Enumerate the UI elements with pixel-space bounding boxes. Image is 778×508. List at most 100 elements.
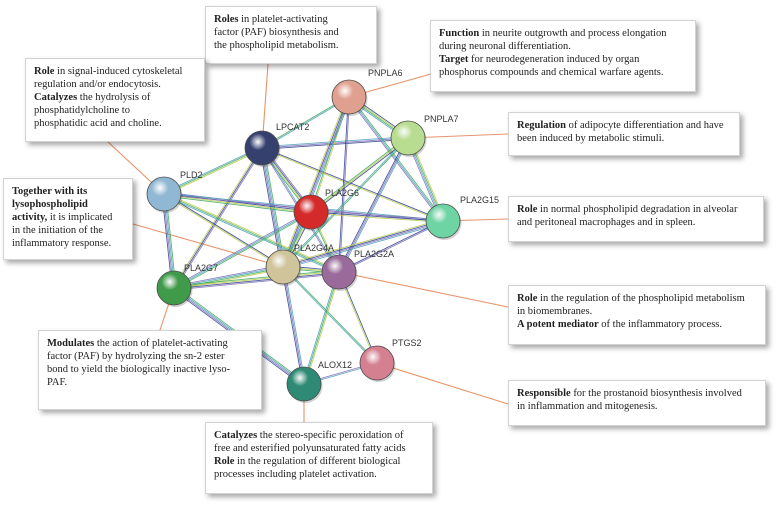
note-text: in normal phospholipid degradation in al…	[537, 204, 738, 215]
node-label: PLD2	[180, 170, 203, 180]
note-line: Modulates the action of platelet-activat…	[47, 337, 253, 350]
note-line: in inflammation and mitogenesis.	[517, 400, 757, 413]
note-line: in the initiation of the	[12, 224, 124, 237]
note-text: been induced by metabolic stimuli.	[517, 133, 665, 144]
edge-PLA2G15-PLA2G4A	[282, 219, 443, 267]
node-alox12[interactable]: ALOX12	[286, 360, 352, 403]
edge-PLD2-PLA2G2A	[164, 192, 340, 272]
note-line: factor (PAF) biosynthesis and	[214, 26, 368, 39]
edge-PNPLA6-PLA2G4A	[281, 96, 349, 267]
note-lysophospholipid: Together with its lysophospholipid activit…	[3, 178, 133, 260]
note-keyword: Modulates	[47, 338, 95, 349]
note-keyword: lysophospholipid	[12, 199, 88, 210]
edge-PNPLA7-PLA2G2A	[337, 137, 408, 272]
note-keyword: Function	[439, 28, 480, 39]
note-text: the hydrolysis of	[77, 92, 151, 103]
edge-PLD2-PLA2G4A	[163, 194, 283, 268]
note-line: bond to yield the biologically inactive …	[47, 363, 253, 376]
edge-PLA2G2A-ALOX12	[302, 271, 339, 384]
note-keyword: Responsible	[517, 388, 571, 399]
note-text: and peritoneal macrophages and in spleen…	[517, 217, 696, 228]
node-label: PLA2G2A	[354, 249, 394, 259]
edge-LPCAT2-PLA2G15	[261, 148, 443, 223]
note-text: PAF.	[47, 377, 68, 388]
edge-PLA2G2A-ALOX12	[304, 272, 341, 385]
edge-LPCAT2-PLA2G15	[262, 146, 444, 221]
note-keyword: Role	[34, 66, 55, 77]
note-text: in signal-induced cytoskeletal	[54, 66, 183, 77]
note-role-degradation: Role in normal phospholipid degradation …	[508, 196, 764, 242]
note-line: Regulation of adipocyte differentiation …	[517, 119, 731, 132]
note-regulation-adipocyte: Regulation of adipocyte differentiation …	[508, 112, 740, 156]
note-line: processes including platelet activation.	[214, 468, 424, 481]
node-pla2g15[interactable]: PLA2G15	[425, 195, 499, 240]
note-line: and peritoneal macrophages and in spleen…	[517, 216, 755, 229]
connector-line	[376, 362, 509, 405]
edge-PLD2-PLA2G6	[164, 192, 312, 212]
edge-LPCAT2-PLD2	[163, 146, 262, 194]
note-keyword: Target	[439, 54, 469, 65]
node-pla2g7[interactable]: PLA2G7	[156, 263, 218, 307]
note-catalyzes-peroxidation: Catalyzes the stereo-specific peroxidati…	[205, 422, 433, 494]
edge-PNPLA7-PLA2G2A	[339, 138, 410, 273]
node-pla2g4a[interactable]: PLA2G4A	[265, 243, 334, 286]
node-label: PLA2G4A	[294, 243, 334, 253]
connector-line	[338, 271, 509, 308]
note-text: bond to yield the biologically inactive …	[47, 364, 231, 375]
note-line: Role in the regulation of the phospholip…	[517, 292, 757, 305]
node-pld2[interactable]: PLD2	[146, 170, 203, 213]
edge-PLD2-PLA2G6	[163, 195, 311, 215]
edge-PLD2-PLA2G6	[164, 191, 312, 211]
note-line: Role in signal-induced cytoskeletal	[34, 65, 196, 78]
edge-PLA2G15-PLA2G2A	[339, 221, 444, 273]
node-bubble	[359, 345, 395, 381]
edge-PLA2G6-PLA2G15	[310, 212, 443, 223]
note-line: Together with its	[12, 185, 124, 198]
node-bubble	[425, 203, 461, 239]
note-line: Responsible for the prostanoid biosynthe…	[517, 387, 757, 400]
node-pnpla7[interactable]: PNPLA7	[390, 114, 459, 157]
note-text: in the initiation of the	[12, 225, 103, 236]
node-pla2g6[interactable]: PLA2G6	[293, 188, 359, 231]
note-line: phosphatidic acid and choline.	[34, 117, 196, 130]
note-text: during neuronal differentiation.	[439, 41, 571, 52]
edge-PLA2G2A-PLA2G7	[173, 270, 339, 288]
note-line: been induced by metabolic stimuli.	[517, 132, 731, 145]
node-label: PLA2G7	[184, 263, 218, 273]
node-bubble	[156, 270, 192, 306]
note-keyword: activity,	[12, 212, 48, 223]
note-line: phosphatidylcholine to	[34, 104, 196, 117]
note-line: the phospholipid metabolism.	[214, 39, 368, 52]
connector-line	[132, 223, 284, 268]
note-text: in biomembranes.	[517, 306, 593, 317]
note-function-neurite: Function in neurite outgrowth and proces…	[430, 20, 696, 92]
edge-PLA2G4A-ALOX12	[281, 267, 304, 385]
edge-PLA2G15-PLA2G2A	[338, 220, 443, 272]
note-text: phosphatidylcholine to	[34, 105, 130, 116]
note-line: Role in the regulation of different biol…	[214, 455, 424, 468]
node-lpcat2[interactable]: LPCAT2	[244, 122, 309, 167]
note-text: in inflammation and mitogenesis.	[517, 401, 658, 412]
note-text: regulation and/or endocytosis.	[34, 79, 161, 90]
note-text: phosphorus compounds and chemical warfar…	[439, 67, 664, 78]
note-text: the action of platelet-activating	[94, 338, 228, 349]
note-prostanoid: Responsible for the prostanoid biosynthe…	[508, 380, 766, 426]
node-label: PNPLA6	[368, 68, 403, 78]
node-pla2g2a[interactable]: PLA2G2A	[321, 249, 394, 291]
note-keyword: Catalyzes	[34, 92, 78, 103]
edge-PLA2G2A-PLA2G7	[174, 272, 340, 290]
note-regulation-phospholipid: Role in the regulation of the phospholip…	[508, 285, 766, 345]
note-keyword: Catalyzes	[214, 430, 258, 441]
note-keyword: Together with its	[12, 186, 88, 197]
node-pnpla6[interactable]: PNPLA6	[331, 68, 403, 116]
node-ptgs2[interactable]: PTGS2	[359, 338, 422, 382]
note-text: the stereo-specific peroxidation of	[257, 430, 404, 441]
note-line: factor (PAF) by hydrolyzing the sn-2 est…	[47, 350, 253, 363]
edge-PLA2G6-PLA2G7	[174, 212, 312, 290]
annotation-connectors	[107, 63, 509, 422]
edge-PNPLA7-PLA2G4A	[283, 138, 409, 268]
node-label: LPCAT2	[276, 122, 309, 132]
node-bubble	[265, 249, 301, 285]
